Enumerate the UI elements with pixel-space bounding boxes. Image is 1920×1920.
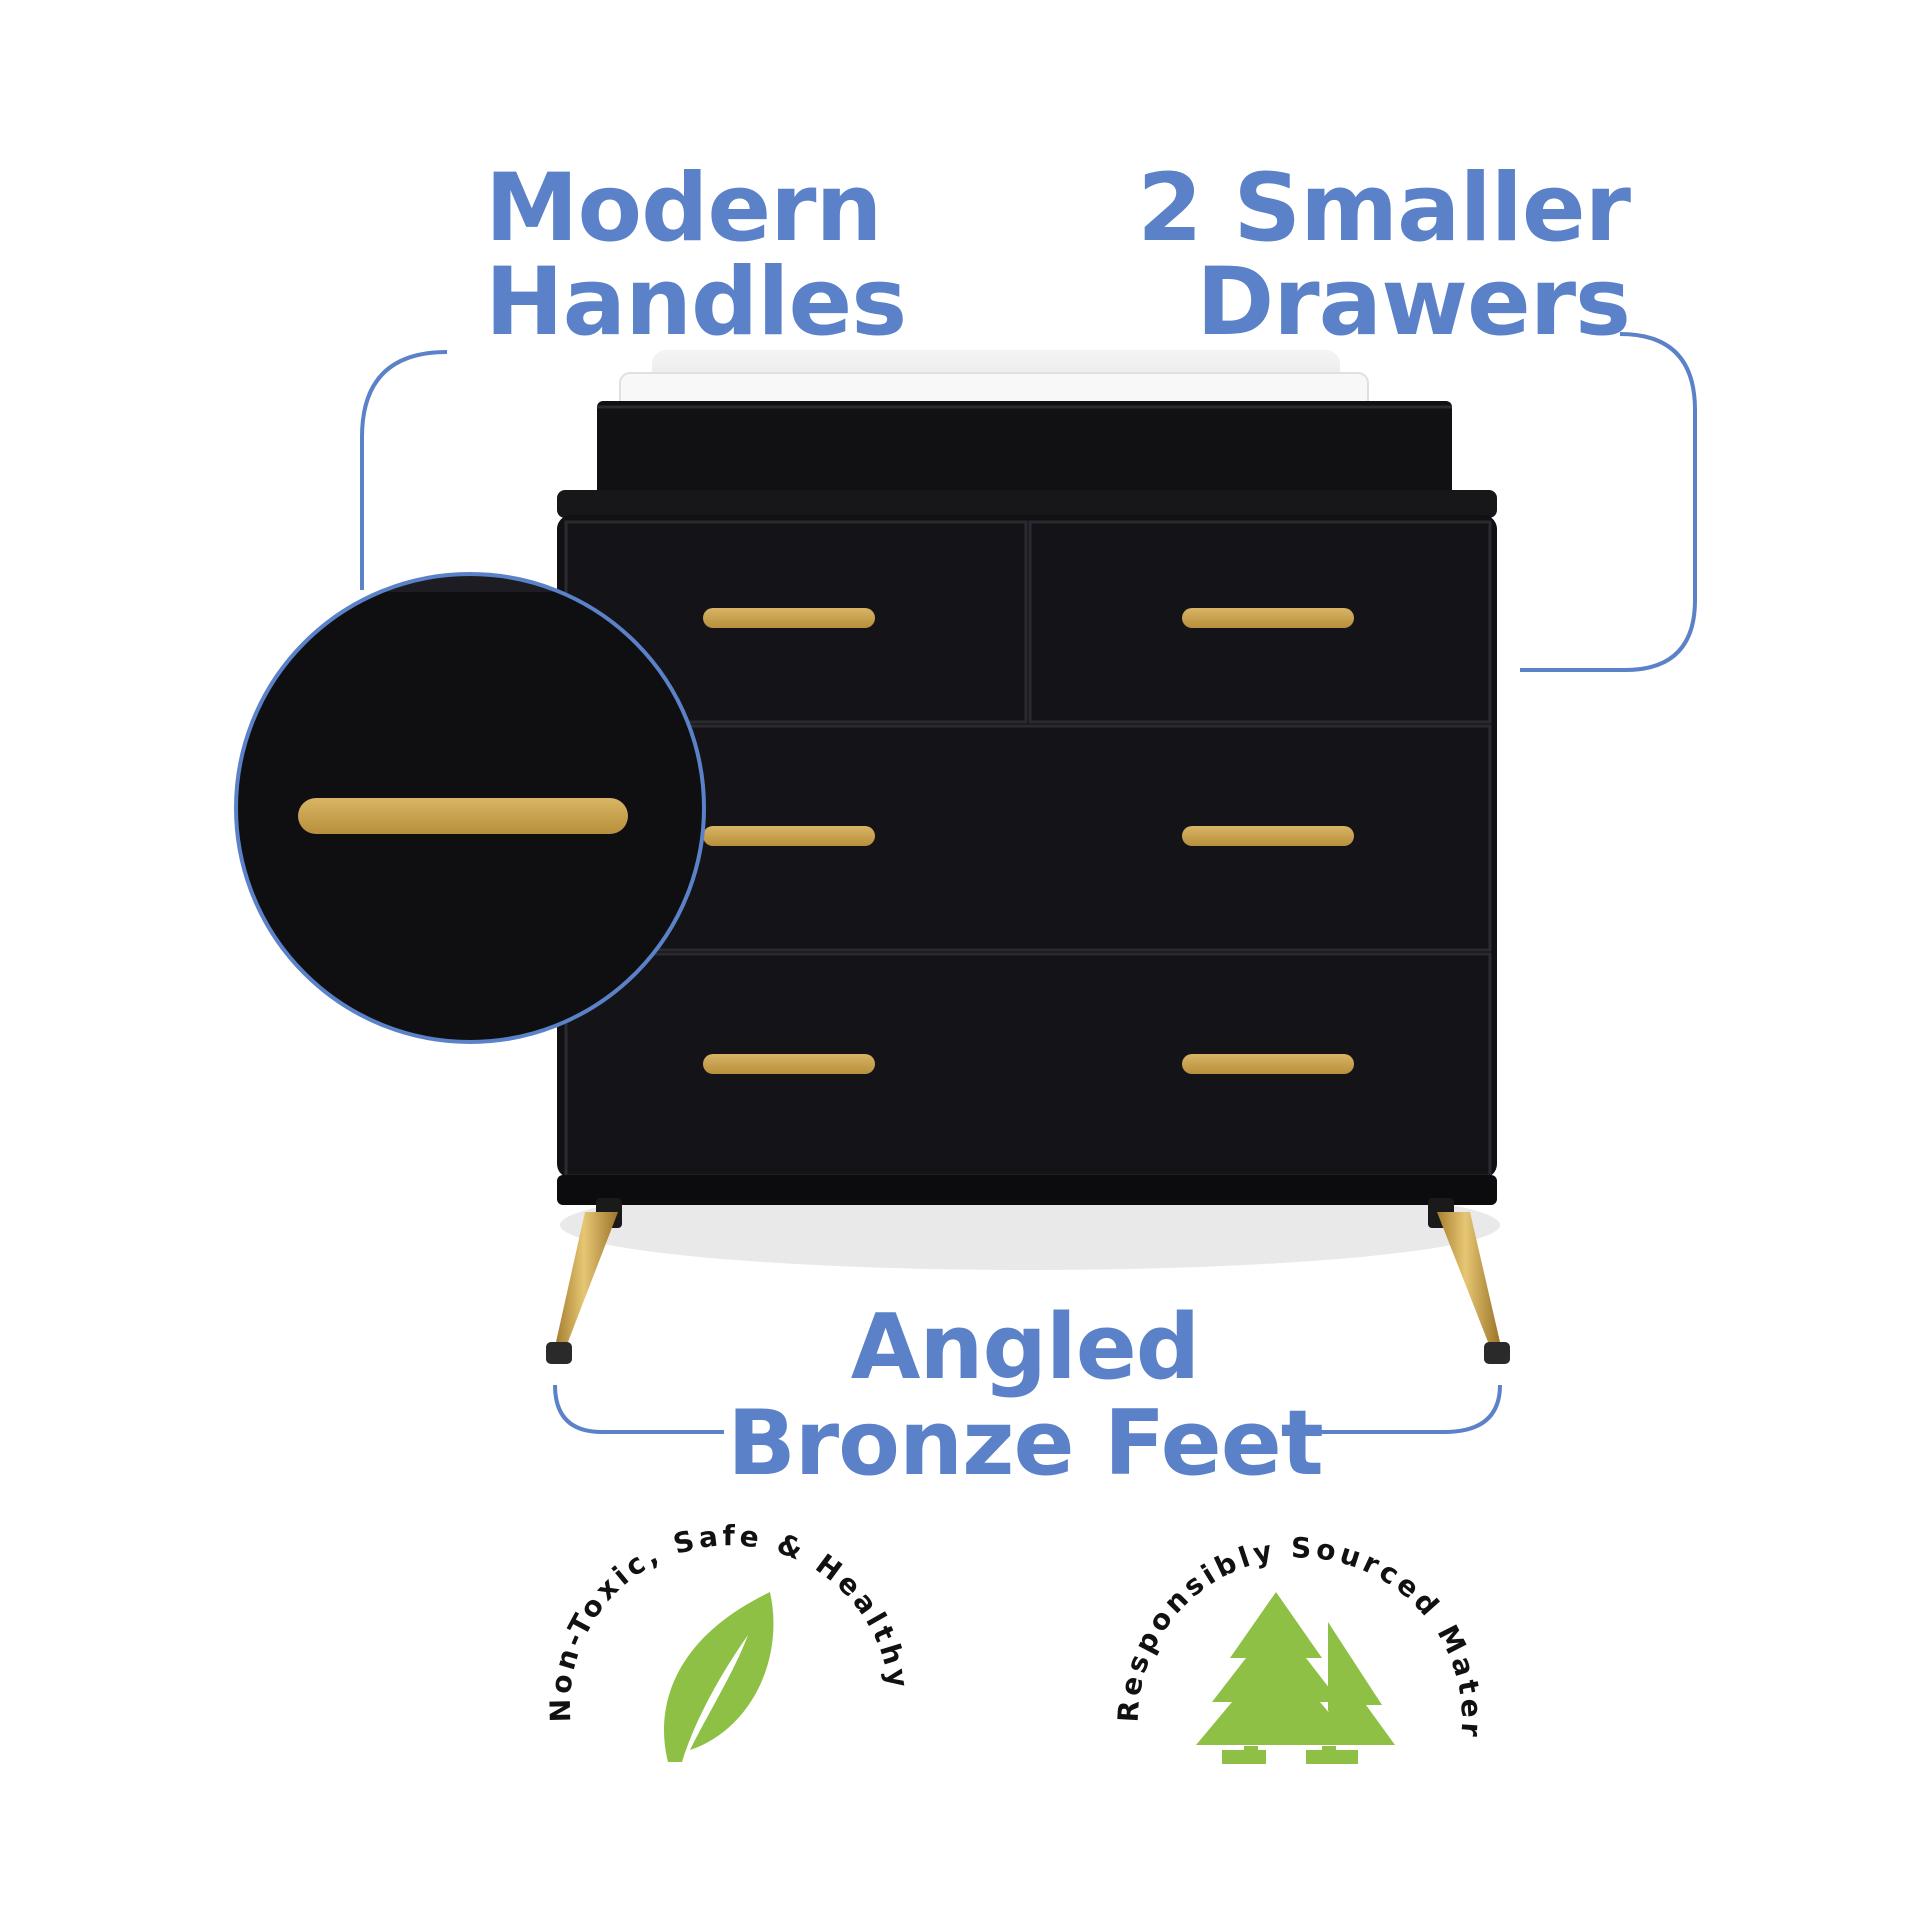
handle: [703, 1054, 875, 1074]
handle: [1182, 608, 1354, 628]
modern-handles-connector: [360, 350, 448, 590]
dresser-base: [557, 1175, 1497, 1205]
angled-bronze-legs: [546, 1198, 1510, 1364]
zoomed-handle: [298, 798, 628, 834]
handle: [1182, 1054, 1354, 1074]
callout-connectors: [360, 332, 1697, 1434]
feet-connector-right: [1316, 1384, 1502, 1434]
handle-zoom-detail: [234, 572, 706, 1044]
callout-angled-feet: Angled Bronze Feet: [0, 1295, 1920, 1497]
handle: [1182, 826, 1354, 846]
leg-right: [1437, 1212, 1500, 1342]
badge-responsibly-sourced: Responsibly Sourced Materials: [1112, 1531, 1484, 1764]
callout-smaller-drawers: 2 Smaller Drawers: [1137, 154, 1631, 357]
handle: [703, 826, 875, 846]
callout-smaller-drawers-line1: 2 Smaller: [1137, 154, 1631, 263]
callout-modern-handles: Modern Handles: [485, 154, 907, 357]
leg-left: [556, 1212, 618, 1342]
dresser: [557, 490, 1497, 1205]
dresser-top: [557, 490, 1497, 518]
callout-modern-handles-line2: Handles: [485, 248, 907, 357]
trees-icon: [1196, 1592, 1395, 1764]
leaf-icon: [664, 1592, 774, 1762]
callout-smaller-drawers-line2: Drawers: [1196, 248, 1631, 357]
callout-angled-feet-line1: Angled: [850, 1295, 1200, 1400]
callout-angled-feet-line2: Bronze Feet: [727, 1391, 1324, 1497]
badge-non-toxic: Non-Toxic, Safe & Healthy: [544, 1519, 912, 1762]
changing-tray: [597, 401, 1452, 498]
smaller-drawers-connector: [1520, 332, 1697, 672]
feet-connector-left: [553, 1384, 724, 1434]
handle: [703, 608, 875, 628]
callout-modern-handles-line1: Modern: [485, 154, 882, 263]
drawer-handles: [703, 608, 1354, 1074]
